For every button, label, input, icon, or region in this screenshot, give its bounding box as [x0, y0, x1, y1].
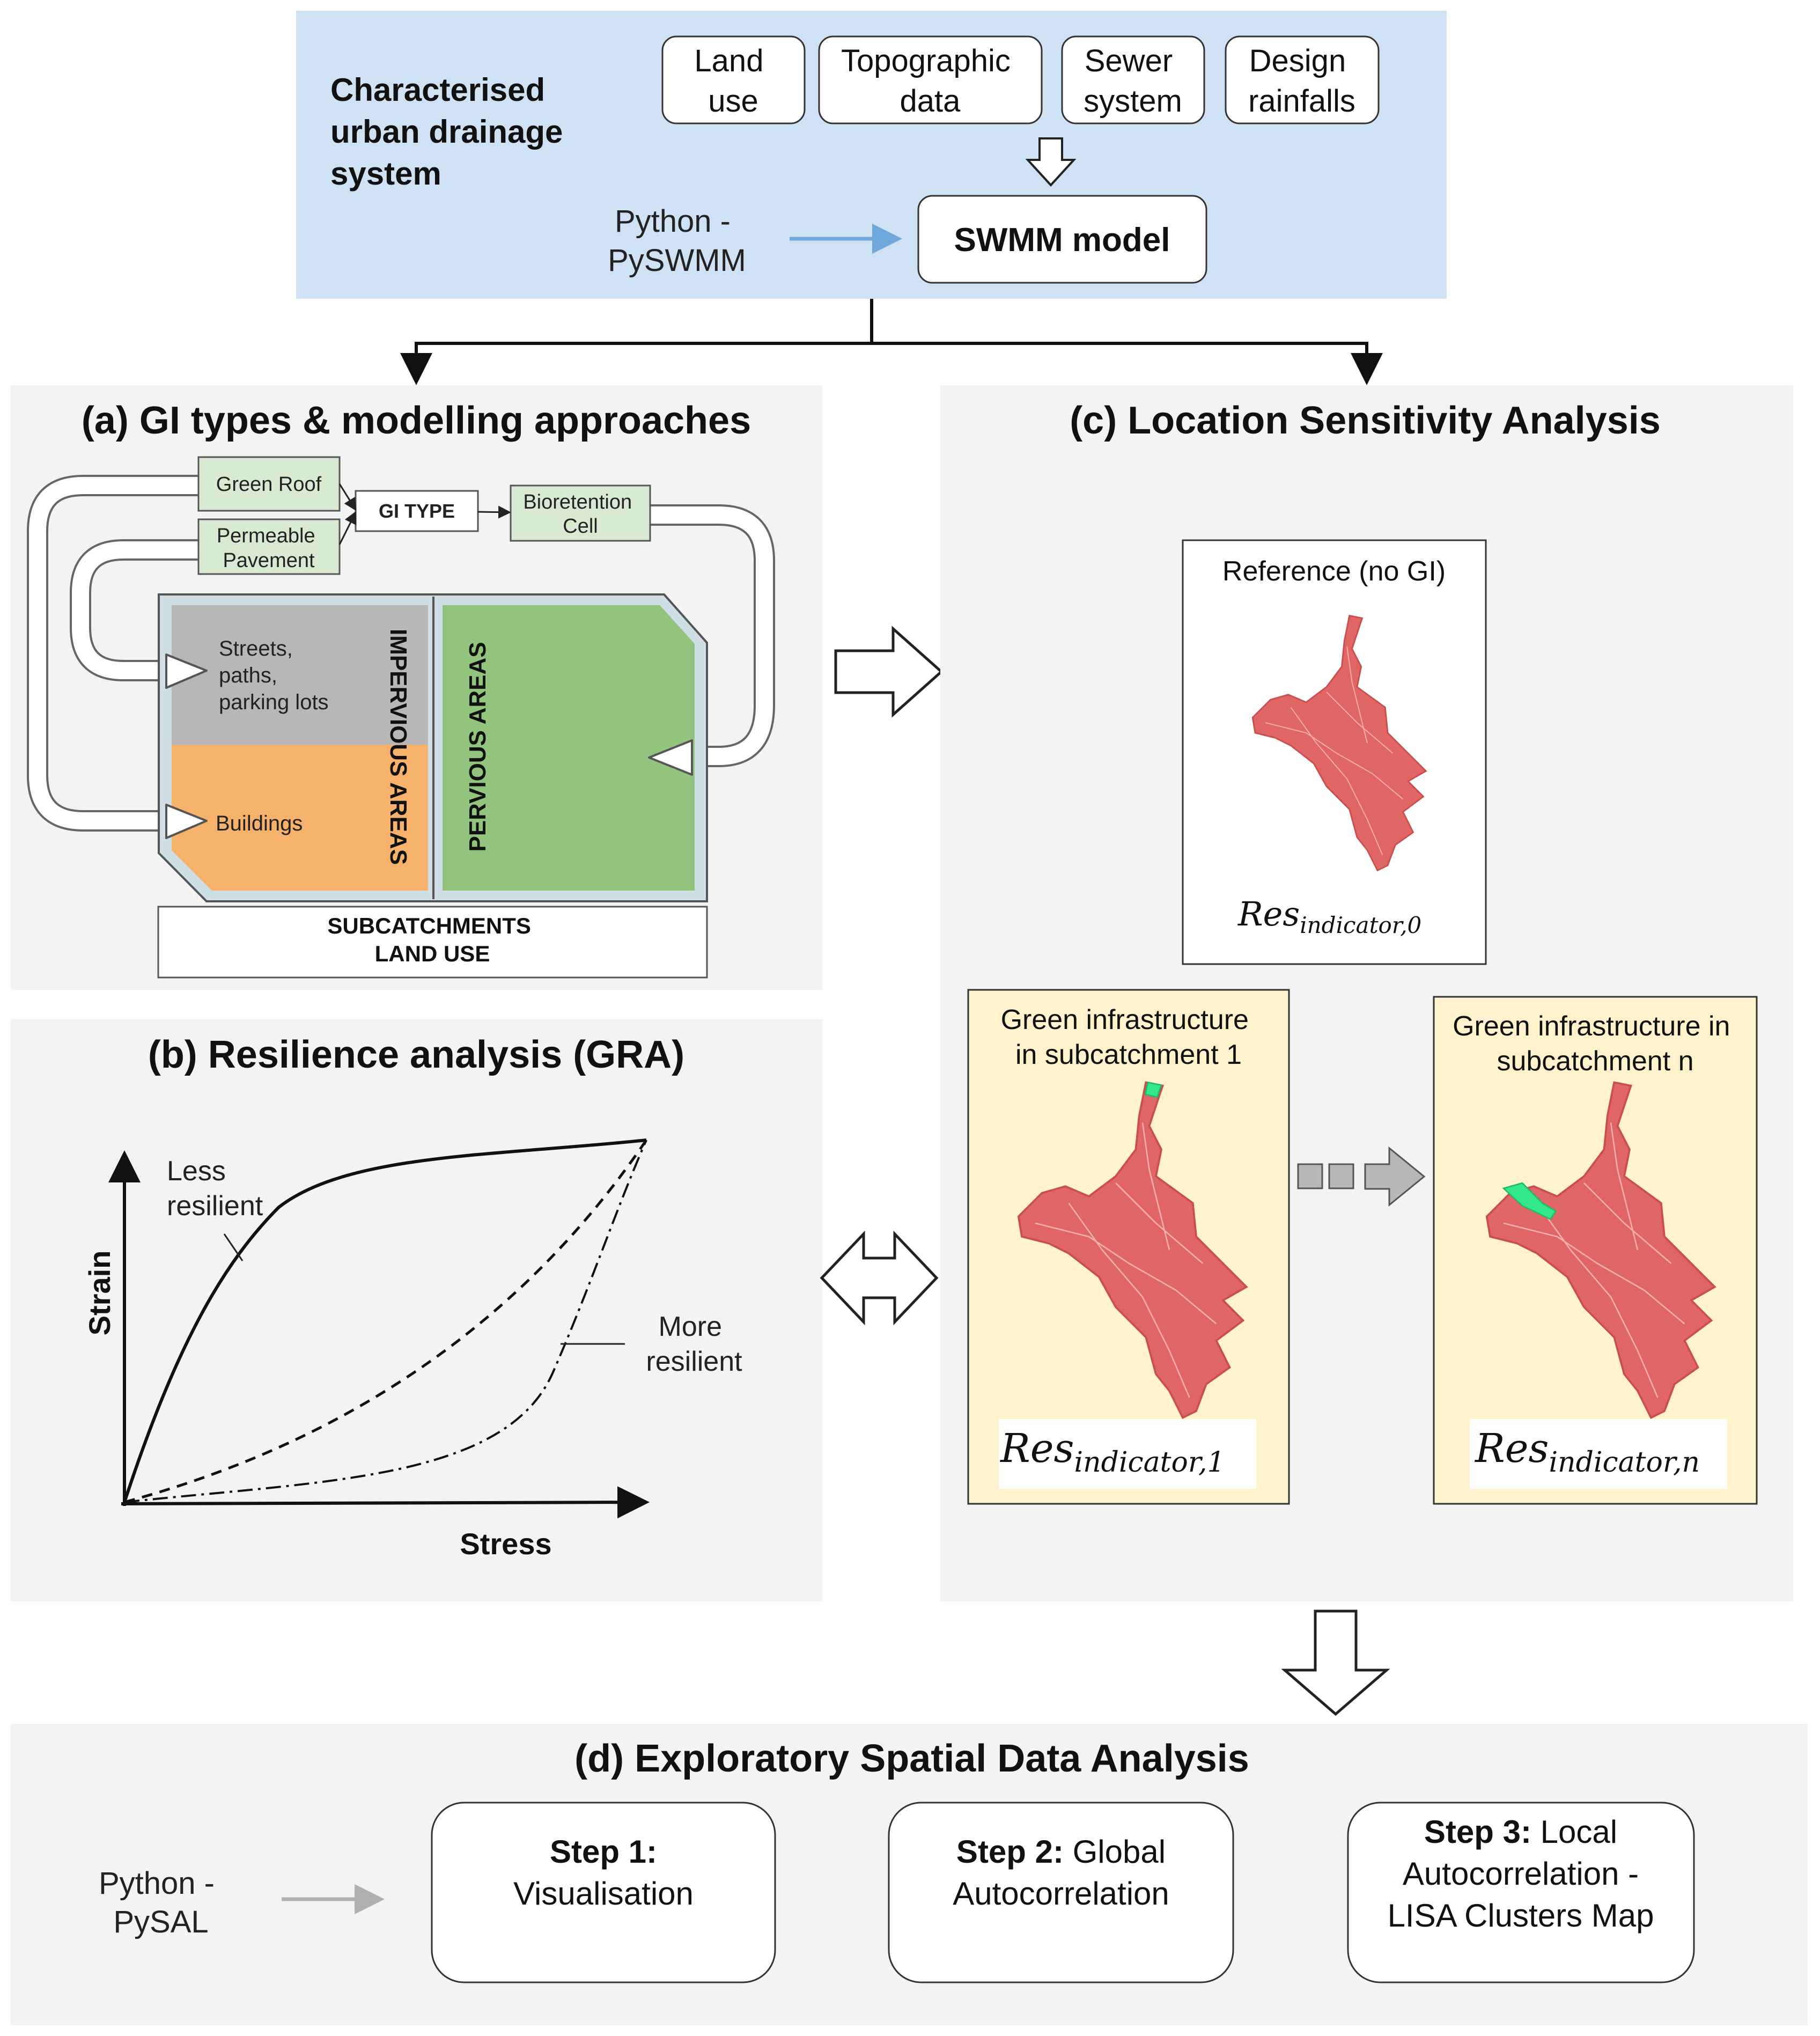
- gi-highlight-subcatchment-n: [1502, 1182, 1557, 1221]
- svg-text:Step 3: Local: Step 3: Local: [1424, 1814, 1617, 1850]
- reference-map-card: Reference (no GI) Resindicator,0: [1182, 539, 1487, 965]
- input-box-sewer-system: Sewer system: [1061, 35, 1205, 124]
- hollow-arrow-to-swmm: [1025, 137, 1077, 187]
- step-2-box: Step 2: Global Autocorrelation: [888, 1802, 1234, 1983]
- subcatchment-n-map: [1485, 1081, 1716, 1420]
- gi-flow-arrowheads: [165, 653, 693, 839]
- svg-text:SUBCATCHMENTS LAND USE: SUBCATCHMENTS LAND USE: [327, 913, 537, 966]
- svg-text:Autocorrelation -: Autocorrelation -: [1403, 1856, 1639, 1892]
- svg-text:Resindicator,n: Resindicator,n: [1474, 1425, 1700, 1479]
- gi-type-box: GI TYPE: [355, 490, 479, 532]
- label-less-resilient: Less resilient: [167, 1156, 263, 1222]
- curve-less-resilient: [123, 1138, 647, 1503]
- hollow-arrow-c-to-d: [1281, 1609, 1390, 1716]
- gi-flow-arrows: [27, 475, 775, 832]
- gi-box-green-roof: Green Roof: [197, 456, 341, 512]
- input-box-land-use: Land use: [661, 35, 806, 124]
- scenario-card-subcatchment-n: Green infrastructure in subcatchment n R…: [1433, 996, 1758, 1505]
- svg-text:Green infrastructure in: Green infrastructure in subcatchment 1: [1001, 1004, 1257, 1070]
- reference-subcatchment-map: [1251, 614, 1427, 872]
- pervious-area: [443, 605, 695, 891]
- gi-box-permeable-pavement: Permeable Pavement: [197, 518, 341, 575]
- svg-text:Step 2: Global: Step 2: Global: [956, 1834, 1166, 1870]
- input-box-topographic-data: Topographic data: [818, 35, 1043, 124]
- svg-text:Topographic data: Topographic data: [841, 43, 1019, 119]
- panel-b-title: (b) Resilience analysis (GRA): [148, 1033, 684, 1076]
- axis-label-stress: Stress: [460, 1527, 551, 1561]
- svg-text:Green Roof: Green Roof: [216, 473, 322, 496]
- subcatchment-1-map: [1017, 1081, 1248, 1420]
- svg-text:GI TYPE: GI TYPE: [379, 500, 455, 522]
- panel-b-background: [11, 1019, 822, 1601]
- top-heading: Characterised urban drainage system: [330, 72, 572, 192]
- svg-text:SWMM model: SWMM model: [954, 222, 1170, 259]
- svg-text:Resindicator,1: Resindicator,1: [999, 1425, 1225, 1479]
- gra-axes: [108, 1150, 650, 1519]
- panel-c-title: (c) Location Sensitivity Analysis: [1070, 399, 1661, 442]
- svg-text:Permeable Pavement: Permeable Pavement: [217, 525, 321, 572]
- gi-highlight-subcatchment-1: [1144, 1082, 1162, 1098]
- scenario-progression-arrow: [1297, 1146, 1426, 1207]
- pervious-label: PERVIOUS AREAS: [465, 642, 491, 851]
- scenario-card-subcatchment-1: Green infrastructure in subcatchment 1 R…: [967, 989, 1290, 1505]
- pointer-less-resilient: [223, 1233, 244, 1261]
- svg-text:LISA Clusters Map: LISA Clusters Map: [1388, 1898, 1654, 1934]
- svg-text:Reference (no GI): Reference (no GI): [1222, 556, 1446, 587]
- streets-label: Streets, paths, parking lots: [219, 637, 329, 714]
- svg-text:Bioretention Cell: Bioretention Cell: [523, 491, 637, 538]
- svg-text:Resindicator,0: Resindicator,0: [1237, 894, 1421, 938]
- panel-d-title: (d) Exploratory Spatial Data Analysis: [574, 1737, 1249, 1780]
- input-box-design-rainfalls: Design rainfalls: [1225, 35, 1380, 124]
- pyswmm-label: Python - PySWMM: [608, 204, 746, 278]
- pysal-label: Python - PySAL: [99, 1866, 223, 1939]
- label-more-resilient: More resilient: [646, 1311, 742, 1377]
- svg-text:Step 1:: Step 1:: [550, 1834, 657, 1870]
- svg-text:Sewer system: Sewer system: [1084, 43, 1182, 119]
- impervious-label: IMPERVIOUS AREAS: [385, 629, 411, 865]
- gi-type-connectors: [338, 483, 511, 545]
- svg-text:Green infrastructure in: Green infrastructure in subcatchment n: [1453, 1011, 1738, 1077]
- subcatchments-box: SUBCATCHMENTS LAND USE: [157, 906, 708, 979]
- buildings-label: Buildings: [216, 812, 303, 835]
- swmm-model-box: SWMM model: [917, 195, 1207, 284]
- double-arrow-b-c: [820, 1230, 939, 1326]
- svg-text:Land use: Land use: [694, 43, 772, 119]
- panel-a-title: (a) GI types & modelling approaches: [82, 399, 751, 442]
- svg-text:Design rainfalls: Design rainfalls: [1248, 43, 1355, 119]
- svg-text:Visualisation: Visualisation: [513, 1876, 694, 1912]
- curve-more-resilient: [124, 1140, 647, 1503]
- gi-box-bioretention-cell: Bioretention Cell: [510, 484, 651, 542]
- step-3-box: Step 3: Local Autocorrelation - LISA Clu…: [1347, 1802, 1695, 1983]
- buildings-area: [172, 745, 428, 891]
- curve-intermediate: [124, 1139, 648, 1504]
- streets-area: [172, 605, 428, 745]
- axis-label-strain: Strain: [83, 1251, 116, 1336]
- branch-connector: [400, 299, 1383, 385]
- hollow-arrow-a-to-c: [834, 626, 944, 718]
- step-1-box: Step 1: Visualisation: [431, 1802, 776, 1983]
- svg-text:Autocorrelation: Autocorrelation: [953, 1876, 1169, 1912]
